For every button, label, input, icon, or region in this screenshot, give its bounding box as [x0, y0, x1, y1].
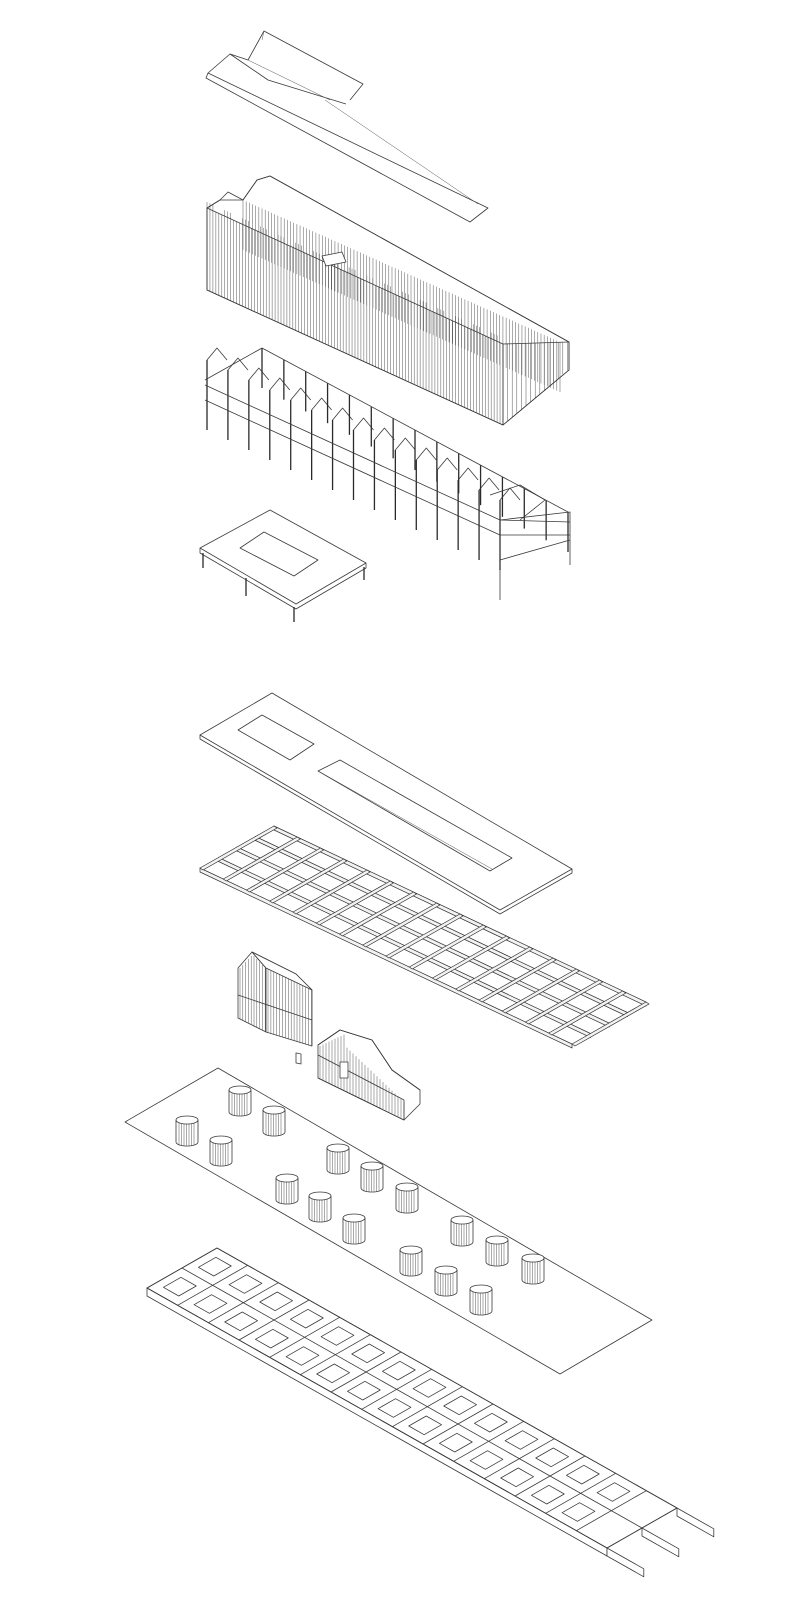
foundation-cell [228, 1274, 263, 1294]
frame-gable [415, 447, 437, 461]
beam-transverse [478, 957, 557, 1003]
foundation-cell [500, 1467, 534, 1488]
foundation-strip [676, 1507, 715, 1538]
timber-envelope-layer [206, 175, 570, 426]
beam-transverse [315, 880, 394, 926]
foundation-rail [146, 1287, 608, 1549]
stair-block-layer [317, 1029, 421, 1121]
frame-gable [478, 477, 500, 491]
foundation-cell [224, 1311, 258, 1332]
column-pod-top [399, 1245, 423, 1255]
foundation-cell [320, 1326, 355, 1346]
column-pod-top [469, 1284, 493, 1294]
foundation-cell [198, 1256, 232, 1277]
beam-longitudinal [199, 867, 573, 1049]
foundation-cell [347, 1380, 381, 1401]
beam-transverse [524, 979, 604, 1025]
column-pod-top [434, 1265, 458, 1275]
roof-cap-layer [205, 30, 489, 223]
frame-gable [457, 467, 479, 481]
courtyard-frame-layer [199, 509, 367, 622]
foundation-cell [474, 1412, 508, 1433]
column-pod-top [175, 1115, 199, 1125]
column-pod-top [485, 1235, 509, 1245]
frame-gable [227, 357, 249, 371]
column-pod-top [326, 1143, 350, 1153]
frame-gable [311, 397, 332, 411]
beam-transverse [338, 891, 418, 937]
frame-gable [436, 457, 458, 471]
foundation-cell [535, 1447, 569, 1468]
foundation-layer [146, 1247, 715, 1578]
beam-transverse [292, 869, 371, 915]
beam-transverse [431, 935, 511, 981]
frame-gable [206, 347, 228, 361]
column-pod-top [308, 1191, 332, 1201]
column-pod-top [360, 1161, 384, 1171]
column-pod-top [450, 1215, 474, 1225]
foundation-cell [469, 1450, 504, 1470]
beam-transverse [501, 968, 580, 1014]
beam-transverse [222, 836, 301, 882]
beam-transverse [455, 946, 534, 992]
column-pod-top [395, 1182, 419, 1192]
column-pod-top [275, 1173, 299, 1183]
beam-transverse [548, 990, 627, 1036]
beam-transverse [199, 825, 278, 871]
base-platform-layer [124, 1067, 653, 1375]
foundation-cell [377, 1398, 412, 1418]
foundation-cell [443, 1395, 477, 1416]
foundation-strip [606, 1547, 645, 1578]
foundation-cell [504, 1430, 539, 1450]
beam-transverse [408, 924, 487, 970]
foundation-rail [181, 1267, 643, 1529]
column-pod-top [228, 1085, 252, 1095]
foundation-cell [439, 1432, 473, 1453]
frame-gable [353, 417, 374, 431]
beam-transverse [571, 1001, 650, 1047]
column-pod-top [521, 1253, 545, 1263]
frame-gable [269, 377, 291, 391]
beam-transverse [385, 913, 464, 959]
frame-gable [395, 437, 416, 451]
beam-transverse [362, 902, 441, 948]
beam-grid-layer [199, 825, 650, 1049]
column-pod-top [209, 1135, 233, 1145]
beam-transverse [269, 858, 348, 904]
foundation-cell [408, 1415, 442, 1436]
beam-transverse [245, 847, 325, 893]
foundation-cell [285, 1346, 320, 1366]
frame-gable [290, 387, 312, 401]
foundation-cell [255, 1328, 289, 1349]
foundation-strip [641, 1527, 680, 1558]
foundation-cell [316, 1363, 350, 1384]
foundation-cell [351, 1343, 385, 1364]
foundation-cell [561, 1502, 596, 1522]
foundation-cell [531, 1484, 565, 1505]
column-pod-top [262, 1105, 286, 1115]
frame-gable [374, 427, 395, 441]
floor-slab-layer [199, 692, 573, 915]
stair-tower-layer [237, 951, 313, 1065]
foundation-cell [193, 1294, 228, 1314]
foundation-cell [259, 1291, 293, 1312]
primary-frame-layer [204, 347, 571, 600]
foundation-cell [412, 1378, 447, 1398]
foundation-cell [290, 1308, 324, 1329]
foundation-cell [566, 1464, 600, 1485]
foundation-cell [163, 1276, 197, 1297]
foundation-rail [216, 1247, 678, 1509]
foundation-cell [596, 1482, 631, 1502]
column-pod-top [342, 1213, 366, 1223]
foundation-cell [382, 1360, 416, 1381]
frame-gable [248, 367, 270, 381]
